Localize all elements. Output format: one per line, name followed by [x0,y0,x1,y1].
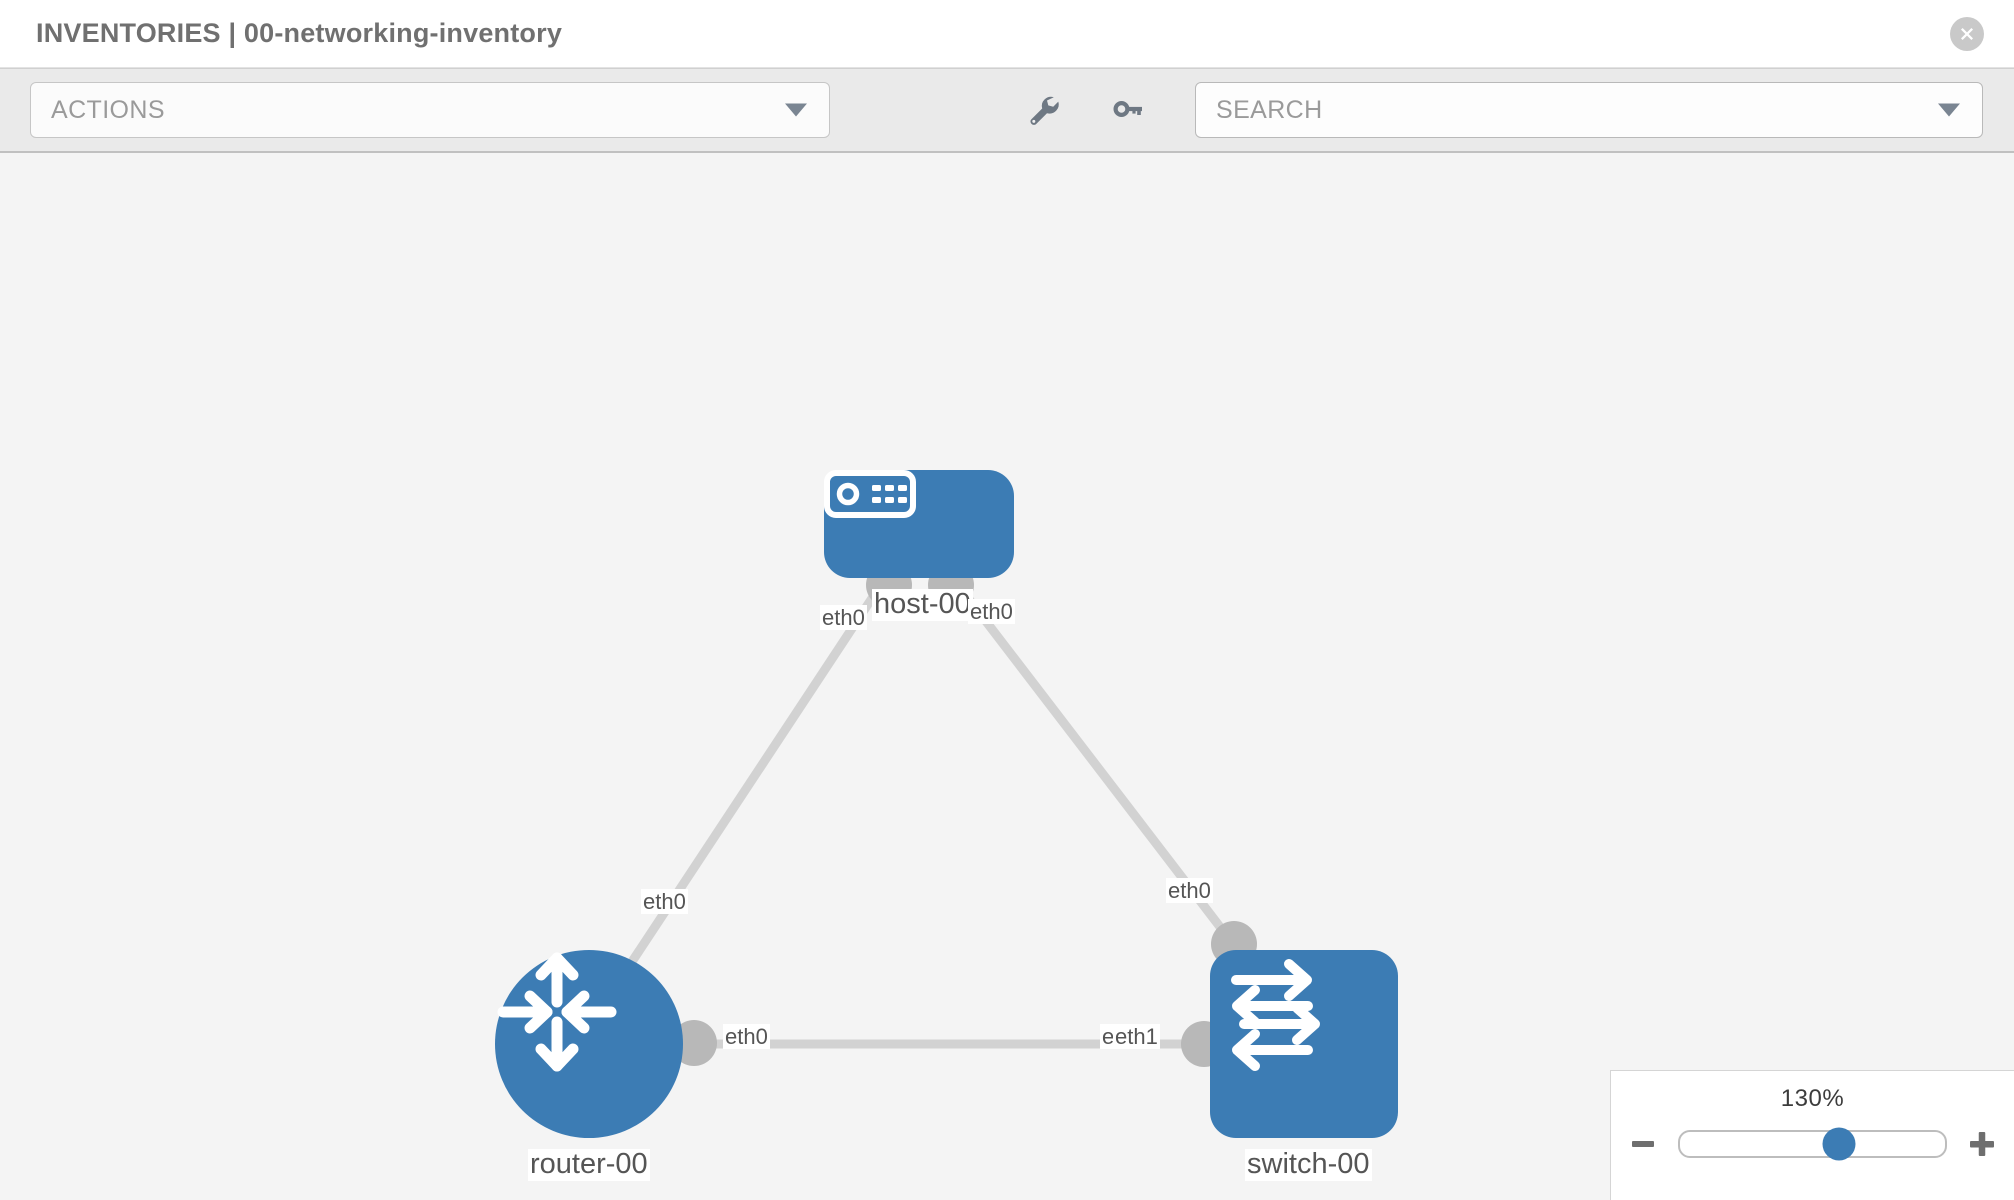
port-label-host-right: eth0 [968,599,1015,625]
zoom-slider[interactable] [1678,1127,1947,1161]
key-icon[interactable] [1104,87,1150,133]
port-label-router-right: eth0 [723,1024,770,1050]
node-label-host-00: host-00 [872,588,973,621]
node-router-00[interactable] [495,950,683,1138]
search-input[interactable] [1196,94,1908,126]
toolbar-icon-group [1020,87,1150,133]
toolbar: ACTIONS [0,68,2014,153]
topology-canvas[interactable]: host-00 router-00 switch-00 eth0 eth0 et… [0,153,2014,1200]
switch-arrows-icon [1231,959,1320,1071]
minus-icon[interactable] [1626,1127,1660,1161]
search-input-wrapper[interactable] [1195,82,1983,138]
chevron-down-icon[interactable] [1938,103,1960,117]
port-label-switch-up: eth0 [1166,878,1213,904]
topology-links-layer [604,562,1257,1067]
server-device-icon [824,470,916,518]
link-connector-nubs [671,562,1257,1067]
node-label-router-00: router-00 [528,1148,650,1181]
port-label-host-left: eth0 [820,605,867,631]
plus-icon[interactable] [1965,1127,1999,1161]
zoom-slider-row [1611,1127,2014,1161]
zoom-control-panel: 130% [1610,1070,2014,1200]
port-label-router-up: eth0 [641,889,688,915]
node-label-switch-00: switch-00 [1245,1148,1372,1181]
link-host-router [604,574,890,1001]
topology-graph: host-00 router-00 switch-00 eth0 eth0 et… [0,153,2014,1200]
wrench-icon[interactable] [1020,87,1066,133]
node-host-00[interactable] [824,470,1014,578]
port-label-switch-left-b: eth1 [1113,1024,1160,1050]
router-arrows-icon [497,952,617,1072]
actions-dropdown-label: ACTIONS [51,95,165,124]
page-header: INVENTORIES | 00-networking-inventory [0,0,2014,68]
link-lines [604,574,1244,1049]
zoom-level-value: 130% [1780,1085,1845,1112]
zoom-slider-thumb[interactable] [1822,1127,1856,1161]
chevron-down-icon [785,103,807,117]
actions-dropdown[interactable]: ACTIONS [30,82,830,138]
node-switch-00[interactable] [1210,950,1398,1138]
page-title: INVENTORIES | 00-networking-inventory [36,18,563,48]
close-icon[interactable] [1950,16,1984,51]
